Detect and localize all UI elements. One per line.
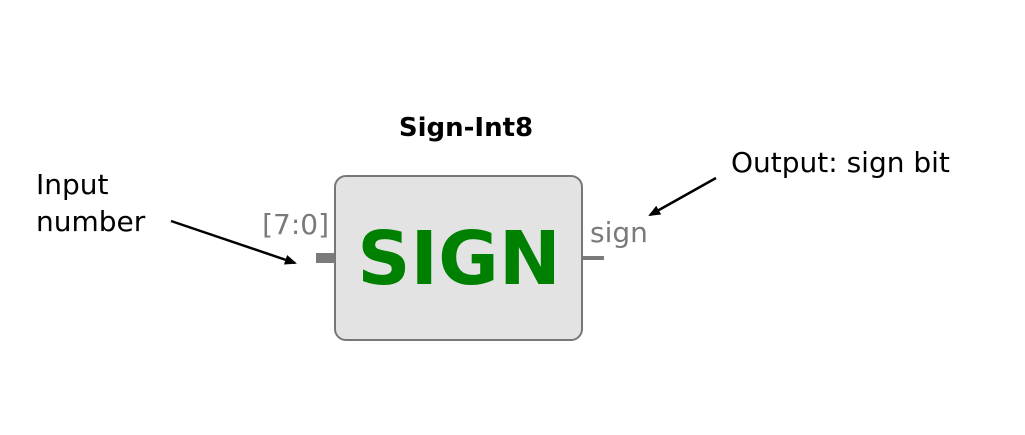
block-title: Sign-Int8: [399, 113, 533, 143]
input-annotation-line2: number: [36, 205, 146, 238]
input-port-label: [7:0]: [262, 208, 329, 241]
input-annotation-line1: Input: [36, 168, 109, 201]
sign-block: [334, 175, 583, 341]
output-port-label: sign: [590, 216, 648, 249]
input-annotation-arrow: [170, 219, 297, 265]
output-annotation: Output: sign bit: [731, 146, 950, 179]
output-annotation-arrow: [648, 176, 717, 217]
block-label: SIGN: [357, 216, 561, 302]
